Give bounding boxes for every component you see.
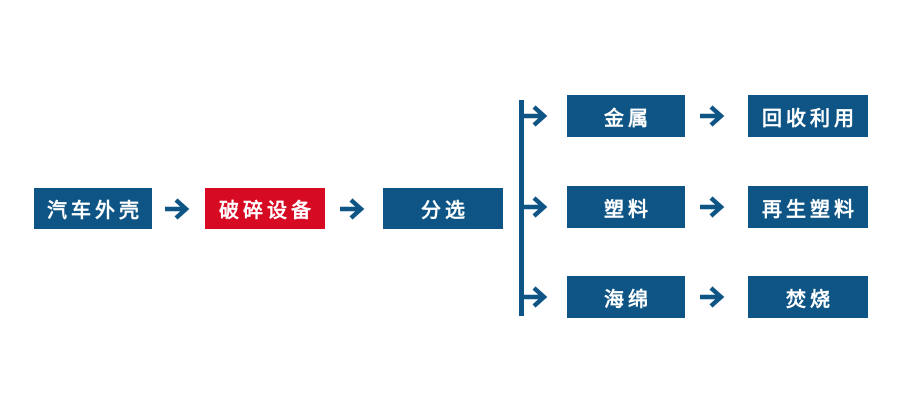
node-car-shell: 汽车外壳 [34, 188, 152, 229]
arrow-right-icon [523, 286, 548, 308]
node-sorting: 分选 [383, 188, 503, 229]
node-metal: 金属 [567, 95, 685, 137]
arrow-right-icon [700, 286, 725, 308]
branch-connector-line [519, 100, 524, 316]
node-plastic: 塑料 [567, 186, 685, 228]
arrow-right-icon [523, 196, 548, 218]
arrow-right-icon [700, 196, 725, 218]
node-recycling: 回收利用 [748, 95, 868, 137]
node-crushing-equipment: 破碎设备 [205, 188, 325, 229]
arrow-right-icon [523, 105, 548, 127]
node-incineration: 焚烧 [748, 276, 868, 318]
arrow-right-icon [165, 198, 190, 220]
node-sponge: 海绵 [567, 276, 685, 318]
arrow-right-icon [340, 198, 365, 220]
node-recycled-plastic: 再生塑料 [748, 186, 868, 228]
arrow-right-icon [700, 105, 725, 127]
